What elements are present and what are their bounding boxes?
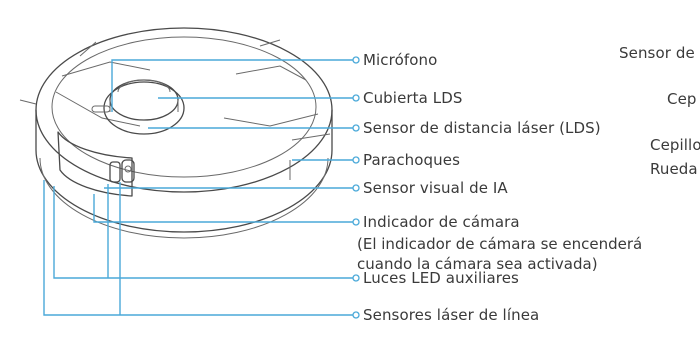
label-parachoques: Parachoques [363, 151, 461, 169]
label-sensor-visual: Sensor visual de IA [363, 179, 508, 197]
right-label-rueda: Rueda [650, 160, 698, 178]
label-cubierta-lds: Cubierta LDS [363, 89, 463, 107]
right-label-cepillo-1: Cep [667, 90, 697, 108]
right-label-cepillo-2: Cepillo [650, 136, 700, 154]
label-indicador-camara: Indicador de cámara [363, 213, 520, 231]
leader-lines [43, 56, 360, 319]
label-sensores-laser: Sensores láser de línea [363, 306, 540, 324]
camera-note-line-2: cuando la cámara sea activada) [357, 255, 598, 273]
right-label-sensor: Sensor de [619, 44, 695, 62]
label-microfono: Micrófono [363, 51, 438, 69]
camera-note-line-1: (El indicador de cámara se encenderá [357, 235, 643, 253]
label-sensor-lds: Sensor de distancia láser (LDS) [363, 119, 601, 137]
label-luces-led: Luces LED auxiliares [363, 269, 519, 287]
robot-vacuum-drawing [19, 27, 333, 239]
